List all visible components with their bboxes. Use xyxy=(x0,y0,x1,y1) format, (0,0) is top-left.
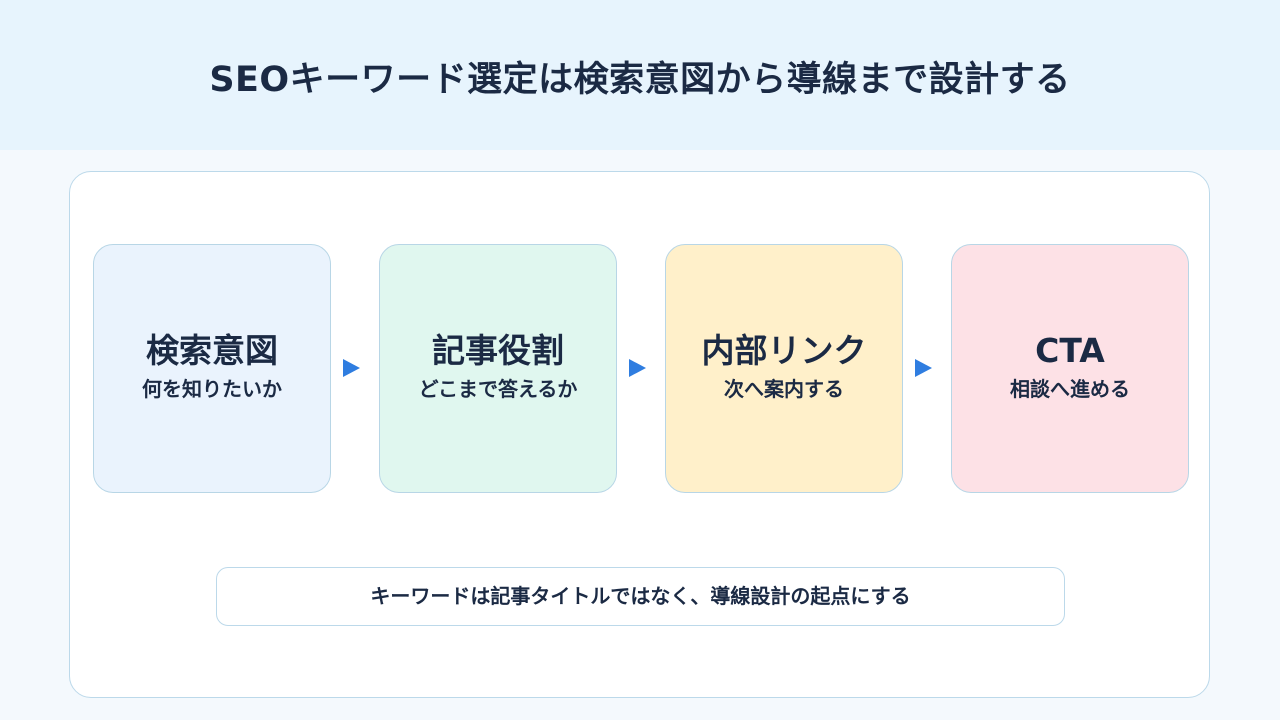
step-subtitle: 次へ案内する xyxy=(724,377,844,401)
step-cta: CTA 相談へ進める xyxy=(951,244,1189,493)
step-title: 記事役割 xyxy=(432,331,564,370)
step-subtitle: 何を知りたいか xyxy=(142,377,282,401)
page-title: SEOキーワード選定は検索意図から導線まで設計する xyxy=(209,60,1071,100)
step-subtitle: どこまで答えるか xyxy=(418,377,578,401)
header-band xyxy=(0,0,1280,150)
step-search-intent: 検索意図 何を知りたいか xyxy=(93,244,331,493)
step-subtitle: 相談へ進める xyxy=(1010,377,1130,401)
arrow-right-icon xyxy=(343,359,360,377)
summary-note: キーワードは記事タイトルではなく、導線設計の起点にする xyxy=(216,567,1065,626)
step-title: 内部リンク xyxy=(701,331,867,370)
step-internal-link: 内部リンク 次へ案内する xyxy=(665,244,903,493)
step-title: CTA xyxy=(1035,331,1105,370)
step-title: 検索意図 xyxy=(146,331,278,370)
arrow-right-icon xyxy=(915,359,932,377)
arrow-right-icon xyxy=(629,359,646,377)
step-article-role: 記事役割 どこまで答えるか xyxy=(379,244,617,493)
